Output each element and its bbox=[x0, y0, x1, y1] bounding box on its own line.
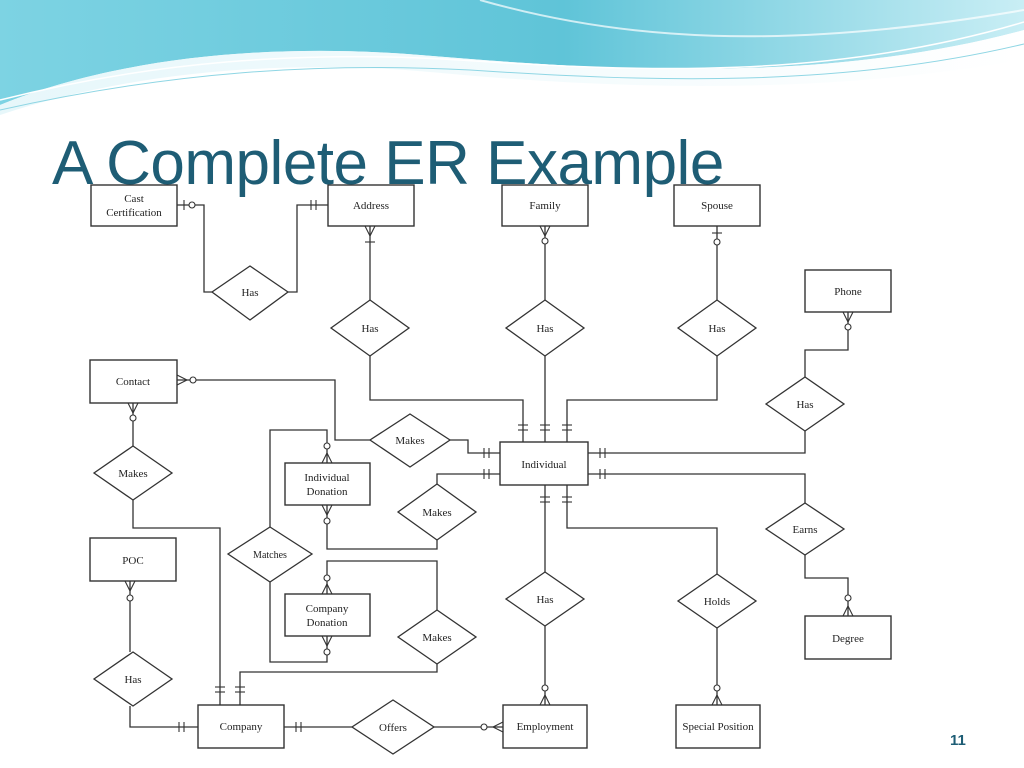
relationship-has-address: Has bbox=[329, 299, 411, 357]
relationship-label: Makes bbox=[395, 435, 424, 447]
entity-label: Contact bbox=[116, 376, 150, 388]
relationship-has-phone: Has bbox=[764, 376, 846, 432]
relationship-has-spouse: Has bbox=[676, 299, 758, 357]
connector-lines bbox=[129, 204, 849, 728]
entity-employment: Employment bbox=[502, 704, 588, 749]
slide-title: A Complete ER Example bbox=[52, 129, 724, 198]
cardinality-marks bbox=[124, 200, 854, 733]
relationship-makes-company-donation: Makes bbox=[396, 609, 478, 665]
relationship-label: Matches bbox=[253, 550, 287, 561]
relationship-has-family: Has bbox=[504, 299, 586, 357]
relationship-has-cert-address: Has bbox=[210, 265, 290, 321]
relationship-label: Has bbox=[536, 323, 553, 335]
relationship-has-poc: Has bbox=[92, 651, 174, 707]
entity-label: Company bbox=[220, 721, 263, 733]
entity-company-donation: Company Donation bbox=[284, 593, 371, 637]
relationship-label: Makes bbox=[422, 632, 451, 644]
entity-address: Address bbox=[327, 184, 415, 227]
relationship-label: Makes bbox=[118, 468, 147, 480]
page-number: 11 bbox=[950, 732, 966, 749]
entity-label: Individual bbox=[521, 459, 566, 471]
relationship-label: Has bbox=[708, 323, 725, 335]
relationship-holds: Holds bbox=[676, 573, 758, 629]
entity-degree: Degree bbox=[804, 615, 892, 660]
entity-label: Phone bbox=[834, 286, 862, 298]
relationship-makes-individual: Makes bbox=[368, 413, 452, 468]
entity-label: Cast bbox=[124, 193, 144, 205]
entity-family: Family bbox=[501, 184, 589, 227]
entity-special-position: Special Position bbox=[675, 704, 761, 749]
entity-cast-certification: Cast Certification bbox=[90, 184, 178, 227]
entity-poc: POC bbox=[89, 537, 177, 582]
entity-label: Certification bbox=[106, 207, 162, 219]
relationship-label: Has bbox=[796, 399, 813, 411]
relationship-label: Makes bbox=[422, 507, 451, 519]
entity-individual: Individual bbox=[499, 441, 589, 486]
entity-company: Company bbox=[197, 704, 285, 749]
relationship-matches: Matches bbox=[226, 526, 314, 583]
entity-phone: Phone bbox=[804, 269, 892, 313]
entity-individual-donation: Individual Donation bbox=[284, 462, 371, 506]
relationship-makes-contact: Makes bbox=[92, 445, 174, 501]
relationship-has-employment: Has bbox=[504, 571, 586, 627]
relationship-label: Has bbox=[536, 594, 553, 606]
header-wave bbox=[0, 0, 1024, 115]
entity-label: Special Position bbox=[682, 721, 754, 733]
relationship-offers: Offers bbox=[350, 699, 436, 755]
relationship-label: Earns bbox=[792, 524, 817, 536]
relationship-makes-individual-donation: Makes bbox=[396, 483, 478, 541]
entity-contact: Contact bbox=[89, 359, 178, 404]
entity-label: Employment bbox=[517, 721, 574, 733]
relationship-label: Has bbox=[361, 323, 378, 335]
relationship-label: Has bbox=[241, 287, 258, 299]
entity-spouse: Spouse bbox=[673, 184, 761, 227]
entity-label: Company bbox=[306, 603, 349, 615]
entity-label: Spouse bbox=[701, 200, 733, 212]
entity-label: Address bbox=[353, 200, 389, 212]
entity-label: POC bbox=[122, 555, 143, 567]
entity-label: Donation bbox=[307, 486, 348, 498]
relationship-label: Holds bbox=[704, 596, 730, 608]
relationship-label: Offers bbox=[379, 722, 407, 734]
relationship-label: Has bbox=[124, 674, 141, 686]
entity-label: Donation bbox=[307, 617, 348, 629]
relationship-earns: Earns bbox=[764, 502, 846, 556]
entity-label: Family bbox=[529, 200, 561, 212]
entity-label: Individual bbox=[304, 472, 349, 484]
entity-label: Degree bbox=[832, 633, 864, 645]
